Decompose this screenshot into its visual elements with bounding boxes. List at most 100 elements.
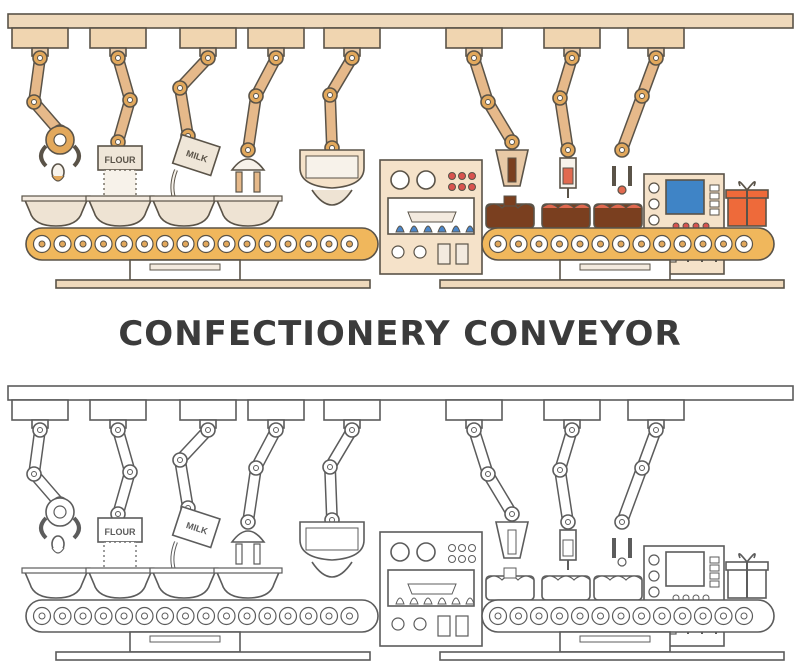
cake-icon — [541, 203, 591, 229]
oven-flame — [437, 597, 447, 605]
belt-gear-hub — [284, 612, 292, 620]
oven-button — [448, 544, 456, 552]
gripper-claws — [39, 144, 81, 168]
belt-gear-hub — [305, 612, 312, 620]
arm-joint-pin — [327, 464, 333, 470]
belt-gear-hub — [79, 240, 87, 248]
oven-button — [458, 183, 466, 191]
arm-mount — [179, 27, 237, 49]
panel-button — [709, 184, 720, 192]
arm-joint-pin — [177, 85, 183, 91]
cream-injector-icon — [559, 529, 577, 570]
oven-button — [468, 555, 476, 563]
arm-segment — [243, 463, 261, 527]
gripper-icon — [39, 497, 81, 554]
arm-joint-pin — [273, 55, 279, 61]
gift-box-icon — [725, 553, 769, 599]
mixing-bowl — [214, 197, 282, 227]
belt-gear-hub — [243, 612, 251, 620]
oven-knob — [391, 617, 405, 631]
arm-joint-pin — [31, 99, 37, 105]
belt-gear-hub — [38, 240, 46, 248]
arm-joint-pin — [653, 55, 659, 61]
oven-flame — [409, 225, 419, 233]
belt-gear-hub — [679, 612, 686, 620]
arm-segment — [175, 83, 193, 141]
arm-joint-pin — [619, 147, 625, 153]
oven-button — [448, 183, 456, 191]
arm-joint-pin — [471, 55, 477, 61]
arm-joint-pin — [245, 147, 251, 153]
cherry-claw-icon — [612, 538, 632, 567]
oven-button — [458, 172, 466, 180]
title-banner: CONFECTIONERY CONVEYOR — [0, 304, 800, 364]
sifter-icon — [299, 149, 365, 206]
arm-joint-pin — [619, 519, 625, 525]
belt-gear-hub — [720, 612, 727, 620]
oven-switch — [437, 615, 451, 637]
oven-flame — [409, 597, 419, 605]
arm-mount — [543, 399, 601, 421]
robotic-arm-icon — [11, 399, 69, 512]
mixing-bowl — [86, 569, 154, 599]
belt-gear-hub — [720, 240, 727, 248]
flour-bag-icon: FLOUR — [97, 517, 143, 571]
cake-icing — [541, 203, 591, 209]
mixing-bowl — [214, 569, 282, 599]
arm-mount — [11, 399, 69, 421]
arm-joint-pin — [509, 139, 515, 145]
belt-gear-hub — [576, 612, 584, 620]
gripper-center — [53, 505, 67, 519]
egg-yolk — [51, 547, 65, 554]
cake-icing — [593, 203, 643, 209]
nozzle-filling — [507, 529, 517, 555]
floor-base — [439, 651, 785, 661]
arm-joint-pin — [115, 511, 121, 517]
gripper-icon — [39, 125, 81, 182]
milk-carton-wrap: MILK — [171, 505, 221, 549]
cake-icon — [593, 575, 643, 601]
piping-nozzle-icon — [495, 521, 529, 559]
robotic-arm-icon — [543, 27, 601, 158]
page-title: CONFECTIONERY CONVEYOR — [118, 314, 682, 354]
panel-gauge — [648, 586, 660, 598]
belt-gear-hub — [597, 612, 604, 620]
belt-gear-hub — [284, 240, 292, 248]
belt-gear-hub — [740, 240, 748, 248]
belt-gear-hub — [699, 612, 707, 620]
belt-gear-hub — [79, 612, 87, 620]
sifter-inner — [305, 527, 359, 551]
stand-slot — [149, 635, 221, 643]
arm-joint-pin — [485, 99, 491, 105]
arm-mount — [11, 27, 69, 49]
oven-flame — [437, 225, 447, 233]
flour-stream — [103, 541, 137, 571]
arm-joint-pin — [127, 469, 133, 475]
belt-gear-hub — [120, 612, 128, 620]
gift-bow — [738, 181, 756, 191]
arm-joint-pin — [253, 465, 259, 471]
oven-switch — [437, 243, 451, 265]
oven-flame — [465, 225, 475, 233]
arm-joint-pin — [37, 55, 43, 61]
flour-label: FLOUR — [105, 527, 136, 537]
belt-gear-hub — [59, 240, 66, 248]
injector-cream — [562, 539, 574, 557]
milk-carton-icon: MILK — [170, 133, 221, 199]
belt-gear-hub — [141, 240, 148, 248]
robotic-arm-icon — [240, 27, 305, 158]
arm-joint-pin — [639, 93, 645, 99]
piping-nozzle-icon — [495, 149, 529, 187]
robotic-arm-icon — [322, 27, 381, 156]
mixer-head — [230, 158, 266, 171]
belt-gear-hub — [740, 612, 748, 620]
bowl-rim — [21, 567, 91, 574]
belt-gear-hub — [182, 612, 189, 620]
gift-bow — [738, 553, 756, 563]
arm-segment — [617, 463, 647, 527]
belt-gear-hub — [658, 240, 666, 248]
arm-joint-pin — [177, 457, 183, 463]
arm-segment — [175, 455, 193, 513]
oven-tray — [407, 211, 457, 223]
oven-dial — [390, 170, 410, 190]
